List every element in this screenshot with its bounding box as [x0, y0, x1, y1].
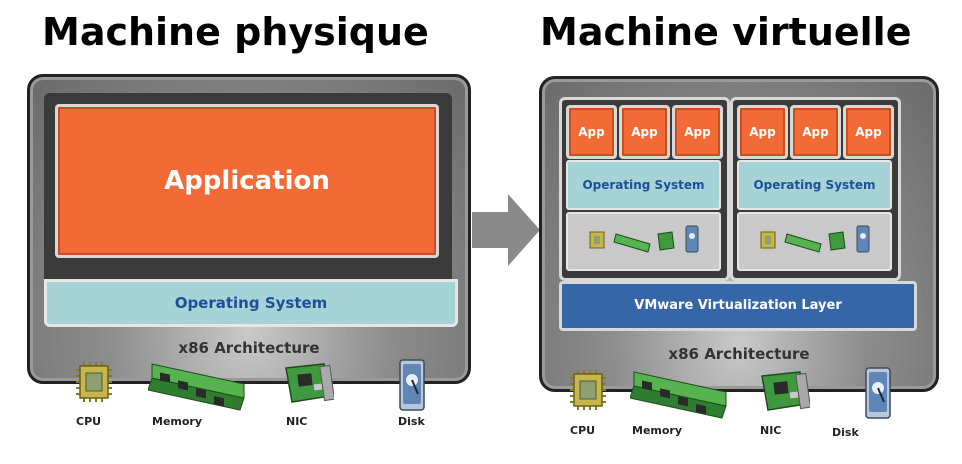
virtual-machine-1: App App App Operating System	[559, 97, 730, 281]
disk-drive-icon	[398, 358, 428, 414]
application-box: Application	[55, 104, 439, 258]
vm1-virtual-hardware-icons	[589, 225, 699, 253]
network-card-icon	[284, 362, 334, 410]
vm1-app-3: App	[672, 105, 723, 159]
memory-module-icon	[148, 358, 248, 414]
vm2-app-2: App	[790, 105, 841, 159]
physical-machine-title: Machine physique	[42, 10, 429, 54]
vm1-app-2: App	[619, 105, 670, 159]
nic-label: NIC	[286, 415, 308, 428]
vmware-virtualization-layer: VMware Virtualization Layer	[559, 281, 917, 331]
cpu-label: CPU	[76, 415, 102, 428]
vm1-virtual-hardware	[566, 212, 721, 271]
virtual-machine-title: Machine virtuelle	[540, 10, 912, 54]
virtual-machine-2: App App App Operating System	[730, 97, 901, 281]
cpu-chip-icon	[74, 362, 114, 402]
vm2-app-3: App	[843, 105, 894, 159]
right-arrow-icon	[472, 190, 542, 270]
virtual-machine-box: App App App Operating System App App App…	[539, 76, 939, 392]
physical-machine-box: Application Operating System x86 Archite…	[27, 74, 471, 384]
network-card-icon	[760, 370, 810, 418]
memory-label: Memory	[632, 424, 683, 437]
vm2-app-1: App	[737, 105, 788, 159]
disk-label: Disk	[832, 426, 859, 439]
disk-label: Disk	[398, 415, 425, 428]
vm1-app-1: App	[566, 105, 617, 159]
nic-label: NIC	[760, 424, 782, 437]
physical-x86-architecture-label: x86 Architecture	[178, 339, 320, 357]
memory-label: Memory	[152, 415, 203, 428]
vm2-virtual-hardware-icons	[760, 225, 870, 253]
vm2-virtual-hardware	[737, 212, 892, 271]
cpu-label: CPU	[570, 424, 596, 437]
cpu-chip-icon	[568, 370, 608, 410]
memory-module-icon	[630, 366, 730, 422]
virtual-x86-architecture-label: x86 Architecture	[668, 345, 810, 363]
vm2-os-bar: Operating System	[737, 160, 892, 210]
vm1-os-bar: Operating System	[566, 160, 721, 210]
disk-drive-icon	[864, 366, 894, 422]
physical-os-bar: Operating System	[44, 279, 458, 327]
